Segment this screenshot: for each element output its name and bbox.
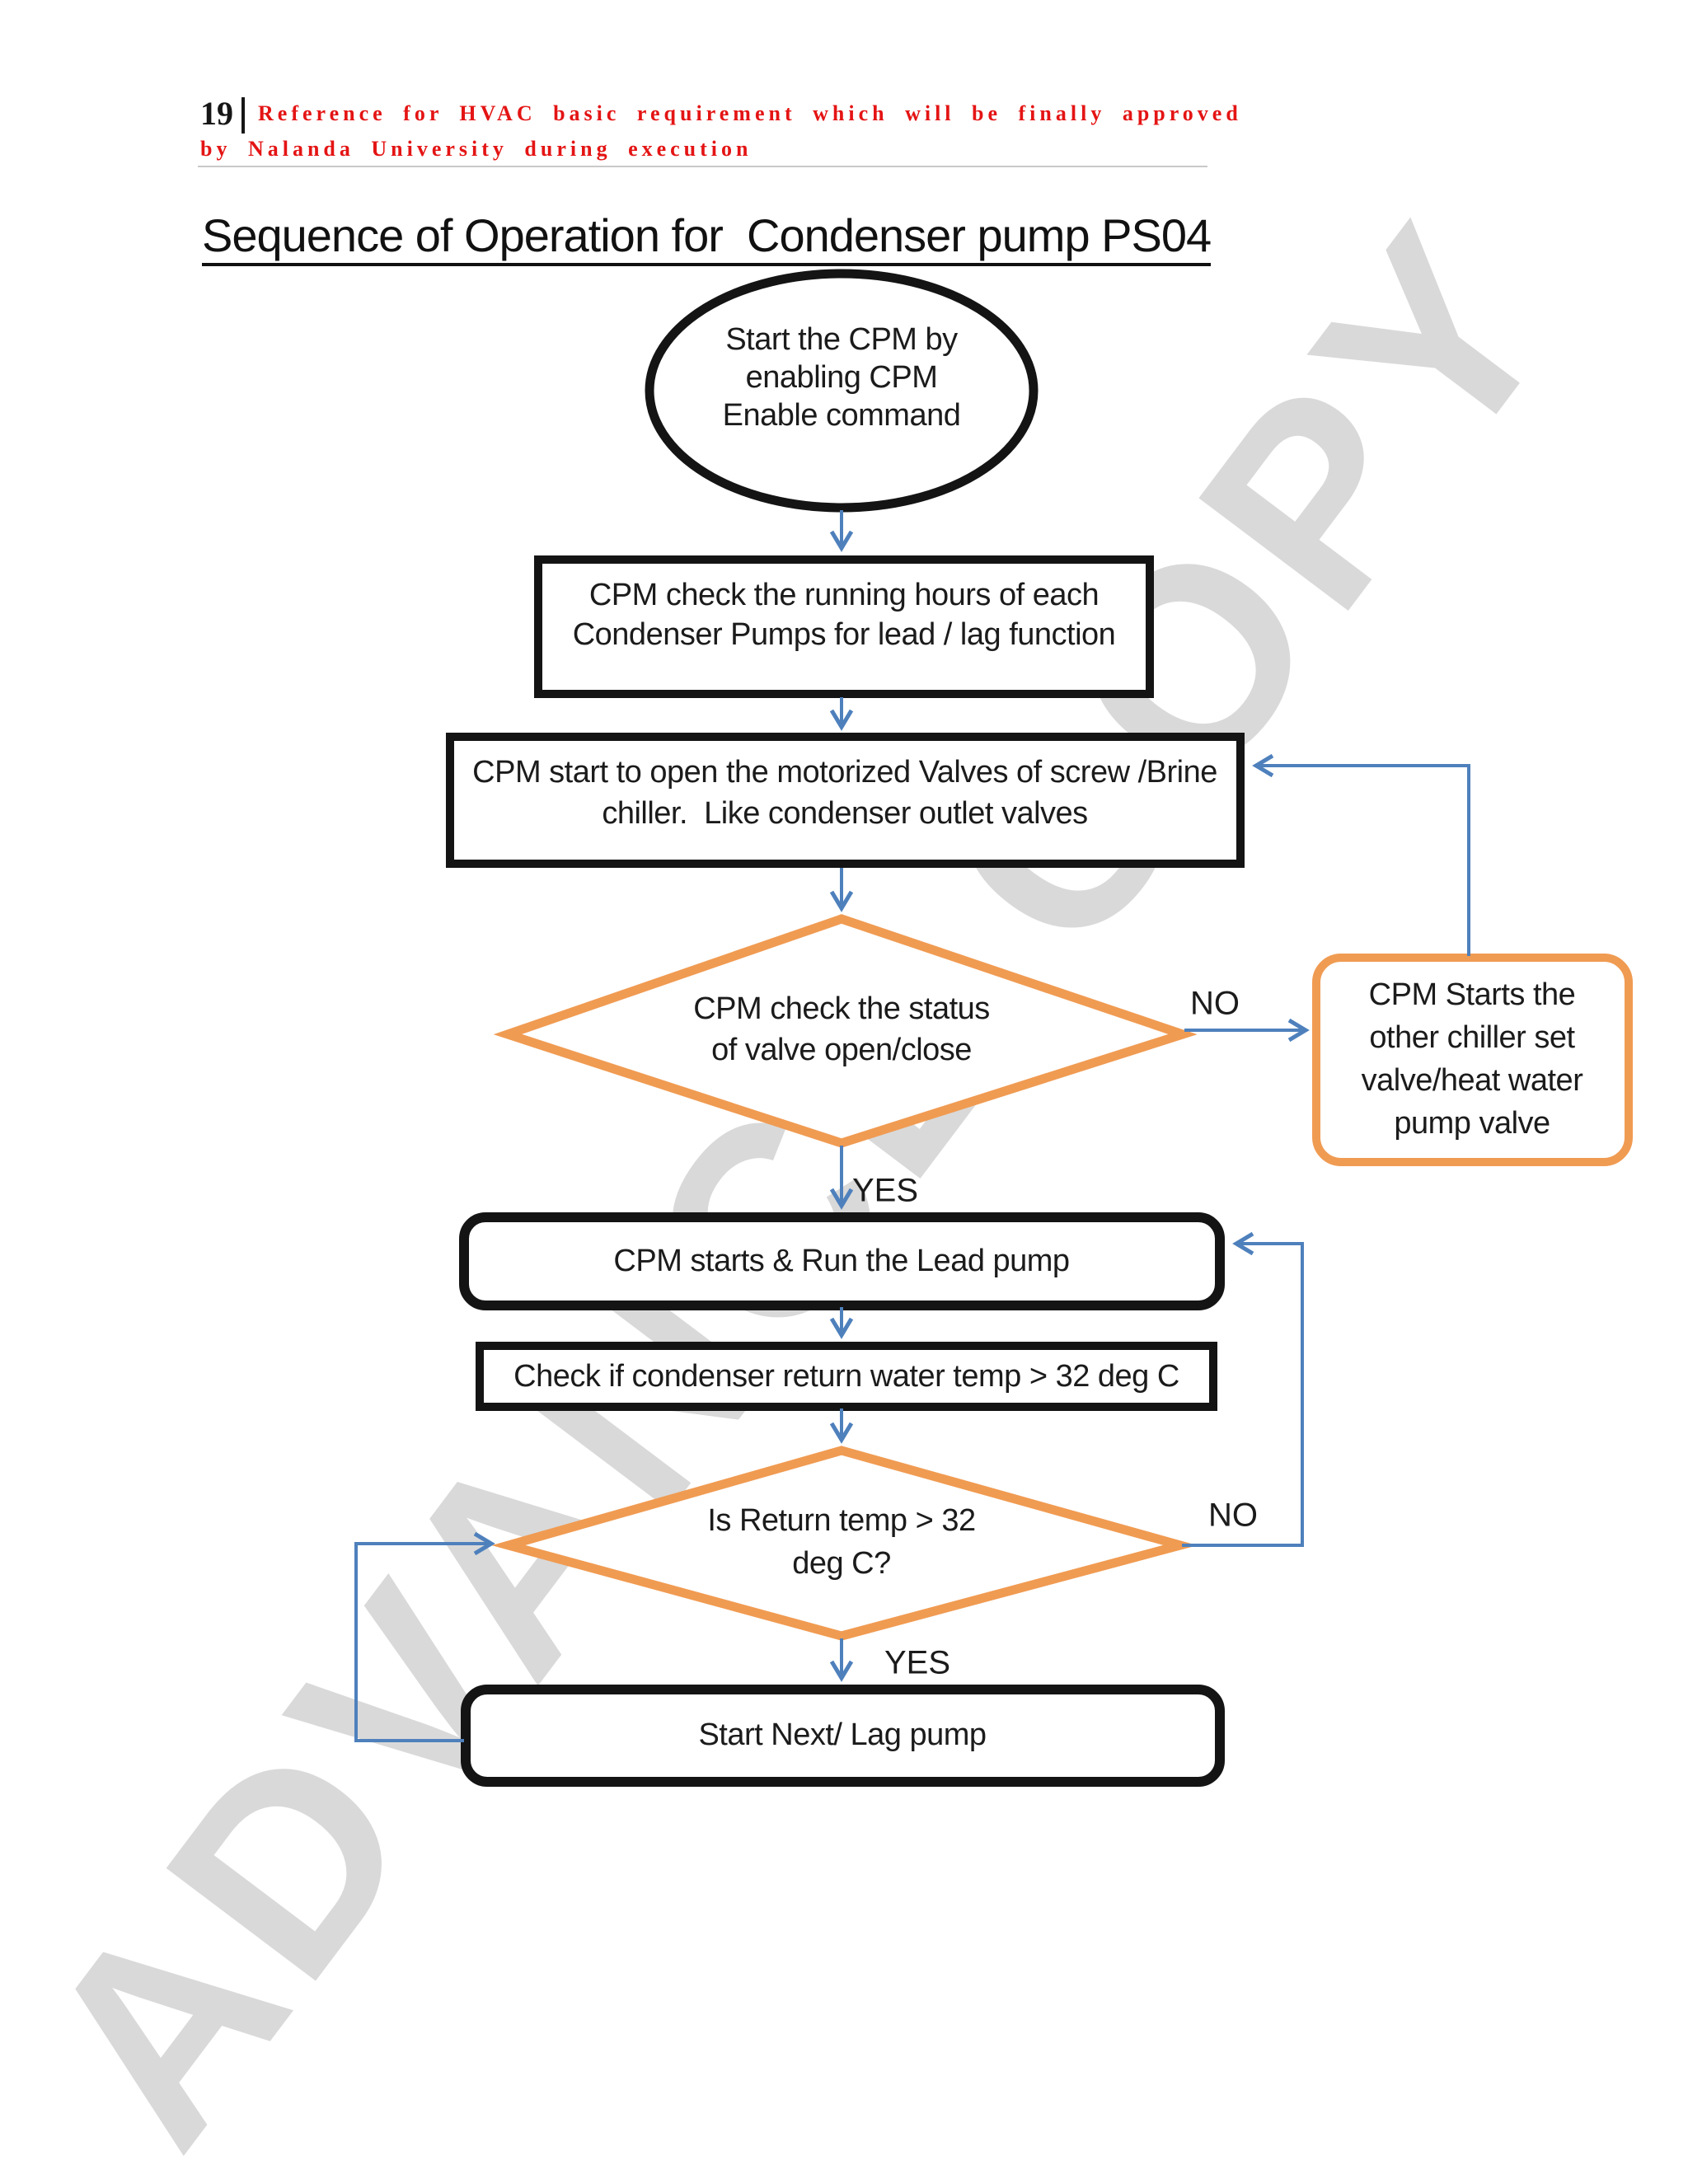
valve-status-diamond-shape <box>493 914 1198 1148</box>
valve-status-diamond-text: CPM check the status of valve open/close <box>693 991 990 1067</box>
return-temp-diamond-shape <box>491 1446 1198 1641</box>
header-line1: Reference for HVAC basic requirement whi… <box>258 101 1242 125</box>
lead-pump-box-shape <box>459 1212 1225 1310</box>
no1-label: NO <box>1190 985 1240 1022</box>
header-line2: by Nalanda University during execution <box>200 137 753 161</box>
header-rule <box>198 166 1207 167</box>
connector-other-chiller-feedback <box>1252 753 1470 956</box>
start-ellipse-text: Start the CPM by enabling CPM Enable com… <box>722 322 961 433</box>
lead-pump-box-text: CPM starts & Run the Lead pump <box>613 1244 1070 1278</box>
page-number: 19 <box>200 95 233 132</box>
check-hours-box-shape <box>534 555 1154 698</box>
lag-pump-box-text: Start Next/ Lag pump <box>698 1718 987 1752</box>
open-valves-box-shape <box>446 733 1245 868</box>
return-temp-diamond-text: Is Return temp > 32 deg C? <box>707 1503 976 1581</box>
other-chiller-box-text: CPM Starts the other chiller set valve/h… <box>1361 977 1583 1141</box>
return-temp-box-shape <box>476 1342 1217 1411</box>
yes1-label: YES <box>851 1172 919 1209</box>
return-temp-box-text: Check if condenser return water temp > 3… <box>513 1359 1179 1394</box>
lag-pump-box-shape <box>461 1685 1225 1787</box>
other-chiller-box-shape <box>1312 954 1633 1166</box>
no2-label: NO <box>1208 1497 1258 1534</box>
connector-lag-feedback <box>354 1531 495 1742</box>
start-ellipse-shape <box>645 269 1039 513</box>
header-separator-bar <box>241 97 245 134</box>
check-hours-box-text: CPM check the running hours of each Cond… <box>572 578 1116 652</box>
open-valves-box-text: CPM start to open the motorized Valves o… <box>472 755 1217 831</box>
yes2-label: YES <box>884 1644 951 1681</box>
connector-no2-feedback <box>1182 1231 1304 1547</box>
page-header: 19 Reference for HVAC basic requirement … <box>200 97 1242 165</box>
page-title: Sequence of Operation for Condenser pump… <box>202 211 1212 266</box>
